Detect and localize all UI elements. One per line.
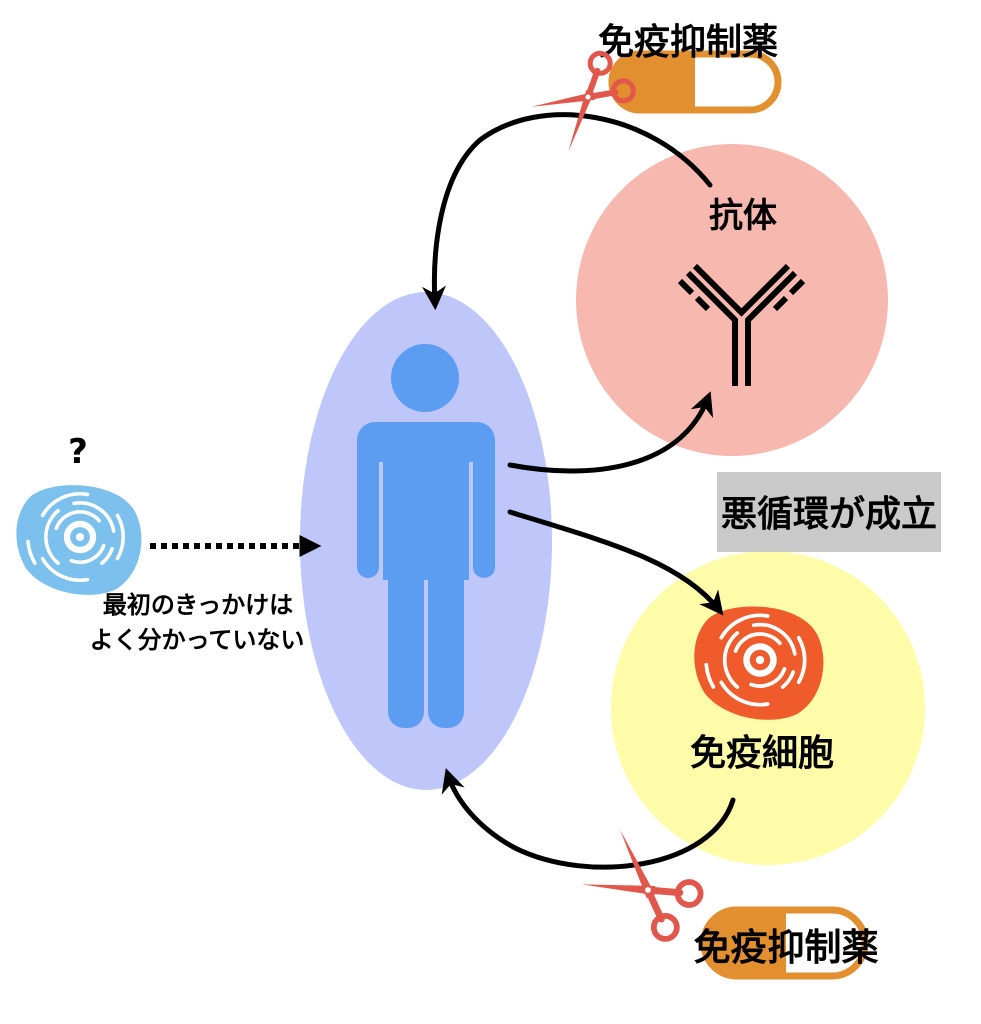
scissors-handle-ring (650, 913, 680, 942)
scissors-pivot (585, 94, 591, 100)
organelle-arc (40, 492, 90, 518)
vicious-cycle-label: 悪循環が成立 (721, 494, 937, 535)
antibody-label: 抗体 (709, 196, 777, 236)
organelle-arc (749, 667, 787, 688)
status-box (717, 472, 941, 552)
person-torso (383, 440, 469, 580)
antibody-icon (677, 263, 806, 386)
bottom-drug-label: 免疫抑制薬 (694, 926, 879, 969)
scissors-blade (620, 829, 656, 899)
antibody-left-heavy-chain (685, 270, 738, 386)
scissors-handle-ring (610, 78, 636, 104)
scissors-blade (568, 89, 594, 152)
cell-nucleolus (75, 532, 85, 542)
person-icon (357, 344, 495, 728)
organelle-arc (100, 546, 114, 565)
arrow-person-to-antibody (507, 391, 714, 474)
cycle-arrows (422, 112, 736, 870)
arrow-antibody-to-person (422, 112, 713, 311)
antibody-right-light-chain (772, 278, 806, 312)
organelle-arc (26, 539, 37, 565)
trigger-note-line-1: 最初のきっかけは (103, 591, 293, 619)
cell-organelles (26, 492, 125, 582)
unknown-trigger-mark: ? (68, 432, 88, 472)
organelle-arc (115, 513, 125, 561)
person-left-arm (357, 430, 379, 578)
scissors-top-icon (531, 50, 636, 152)
person-head (391, 344, 459, 412)
scissors-blade (531, 91, 595, 107)
organelle-arc (44, 509, 60, 565)
organelle-arc (704, 662, 716, 689)
scissors-bottom-icon (581, 829, 704, 942)
person-left-leg (388, 560, 424, 728)
immune-cell-label: 免疫細胞 (690, 733, 834, 774)
organelle-arc (722, 631, 740, 689)
organelle-arc (54, 510, 102, 531)
cell-nucleolus (755, 655, 765, 665)
organelle-arc (72, 501, 116, 533)
scissors-shank (644, 886, 684, 923)
arrow-person-to-immune-cell (507, 509, 724, 616)
antibody-right-heavy-chain (745, 270, 798, 386)
person-right-leg (428, 560, 464, 728)
scissors-blade (581, 884, 656, 896)
scissors-handle-ring (587, 50, 613, 76)
immune-cell-icon (694, 606, 824, 720)
capsule-half (700, 906, 786, 980)
scissors-shank (585, 67, 619, 100)
organelle-arc (40, 556, 90, 582)
organelle-arc (69, 543, 106, 564)
top-drug-label: 免疫抑制薬 (598, 22, 778, 63)
scissors-handle-ring (674, 879, 704, 908)
organelle-arc (780, 670, 796, 689)
drug-capsule-bottom-icon (700, 906, 869, 980)
organelle-arc (752, 622, 797, 656)
trigger-cell-icon (16, 485, 142, 595)
antibody-left-light-chain (677, 278, 711, 312)
arrow-immune-cell-to-person (441, 768, 736, 870)
organelle-arc (719, 680, 770, 707)
organelle-arc (719, 613, 770, 640)
trigger-note-line-2: よく分かっていない (90, 626, 305, 654)
person-right-arm (473, 430, 495, 578)
scissors-pivot (645, 887, 651, 893)
antibody-inner-chain (692, 263, 791, 317)
organelle-arc (733, 632, 782, 653)
